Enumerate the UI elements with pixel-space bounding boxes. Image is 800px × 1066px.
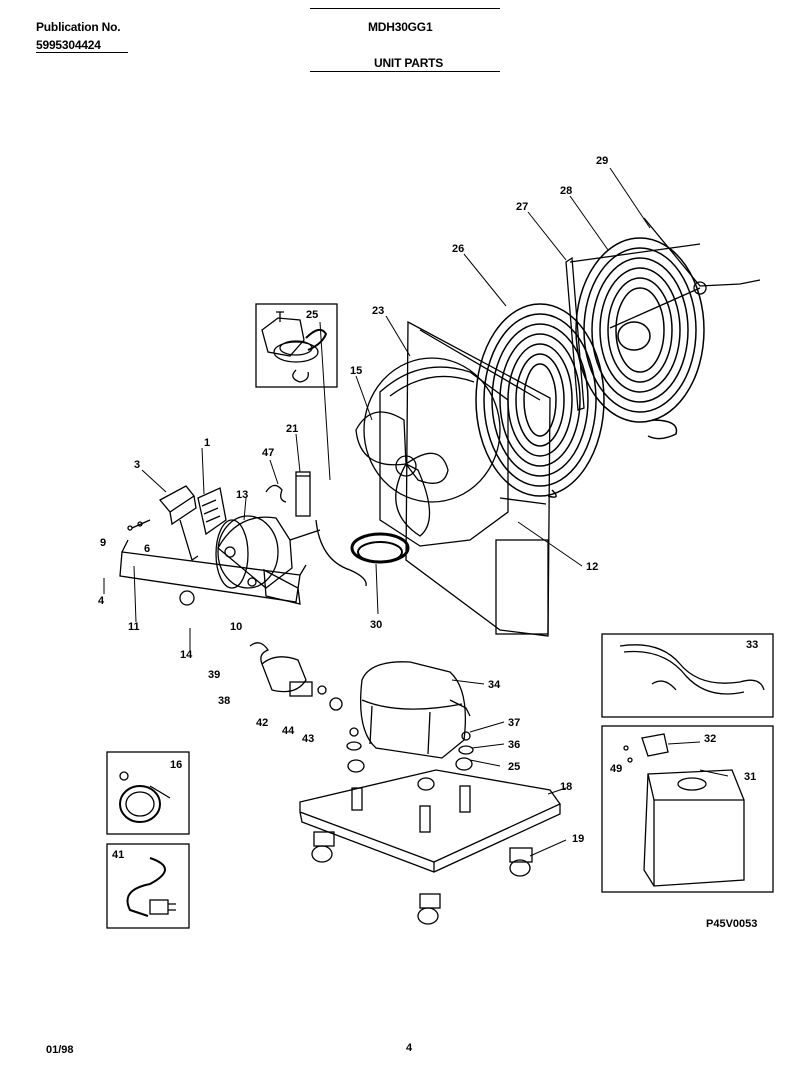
fan-motor-assembly <box>119 515 321 606</box>
callout-16: 16 <box>170 759 182 771</box>
callout-39: 39 <box>208 669 220 681</box>
callout-30: 30 <box>370 619 382 631</box>
bracket-part-27 <box>565 243 701 411</box>
overload-part-38 <box>249 642 307 693</box>
callout-11: 11 <box>128 621 140 633</box>
callout-21: 21 <box>286 423 298 435</box>
model-number: MDH30GG1 <box>368 20 433 34</box>
inset-part-41 <box>106 843 190 929</box>
callout-36: 36 <box>508 739 520 751</box>
publication-label: Publication No. <box>36 20 121 34</box>
rod-part-29 <box>609 217 761 329</box>
terminal-part-42 <box>289 681 343 711</box>
chassis-part-23 <box>363 320 551 637</box>
callout-12: 12 <box>586 561 598 573</box>
capacitor-part-21 <box>295 471 311 517</box>
leader-lines <box>103 167 729 857</box>
grommets-36-37 <box>346 727 474 755</box>
header-rule-bottom <box>310 71 500 72</box>
page-number: 4 <box>406 1042 413 1054</box>
callout-19: 19 <box>572 833 584 845</box>
callout-47: 47 <box>262 447 274 459</box>
base-pan-part-18 <box>299 757 561 873</box>
publication-number: 5995304424 <box>36 38 101 52</box>
callout-41: 41 <box>112 849 124 861</box>
inset-part-33 <box>601 633 774 718</box>
callout-3: 3 <box>134 459 140 471</box>
inset-part-25 <box>255 303 338 388</box>
callout-32: 32 <box>704 733 716 745</box>
callout-1: 1 <box>204 437 210 449</box>
inset-part-16 <box>106 751 190 835</box>
callout-27: 27 <box>516 201 528 213</box>
callout-38: 38 <box>218 695 230 707</box>
casters-part-19 <box>311 831 533 925</box>
screws-9 <box>127 519 151 531</box>
callout-14: 14 <box>180 649 193 661</box>
switch-part-3 <box>158 485 199 562</box>
condenser-coil-28 <box>575 237 705 440</box>
callout-15: 15 <box>350 365 362 377</box>
callout-26: 26 <box>452 243 464 255</box>
wire-clip-47 <box>265 484 287 503</box>
drain-tube-part-30 <box>315 519 410 587</box>
header-rule-left <box>36 52 128 53</box>
bracket-part-1 <box>197 487 227 536</box>
section-title: UNIT PARTS <box>374 56 444 70</box>
callout-33: 33 <box>746 639 758 651</box>
callout-43: 43 <box>302 733 314 745</box>
fan-blade-part-15 <box>355 411 449 537</box>
callout-49: 49 <box>610 763 622 775</box>
callout-44: 44 <box>282 725 295 737</box>
footer-date: 01/98 <box>46 1044 74 1056</box>
callout-29: 29 <box>596 155 608 167</box>
inset-part-31-bucket <box>601 725 774 893</box>
header-rule-top <box>310 8 500 9</box>
callout-4: 4 <box>98 595 105 607</box>
callout-25b: 25 <box>508 761 520 773</box>
compressor-part-34 <box>359 661 471 759</box>
callout-28: 28 <box>560 185 572 197</box>
callout-42: 42 <box>256 717 268 729</box>
callout-37: 37 <box>508 717 520 729</box>
callout-9: 9 <box>100 537 106 549</box>
callout-31: 31 <box>744 771 756 783</box>
evaporator-coil-26 <box>475 303 605 498</box>
callout-6: 6 <box>144 543 150 555</box>
drawing-code: P45V0053 <box>706 918 758 930</box>
callout-labels: 1 3 4 6 9 10 11 12 13 14 15 16 18 19 21 … <box>98 155 758 861</box>
callout-23: 23 <box>372 305 384 317</box>
callout-13: 13 <box>236 489 248 501</box>
callout-34: 34 <box>488 679 501 691</box>
callout-18: 18 <box>560 781 572 793</box>
callout-10: 10 <box>230 621 242 633</box>
callout-25a: 25 <box>306 309 318 321</box>
